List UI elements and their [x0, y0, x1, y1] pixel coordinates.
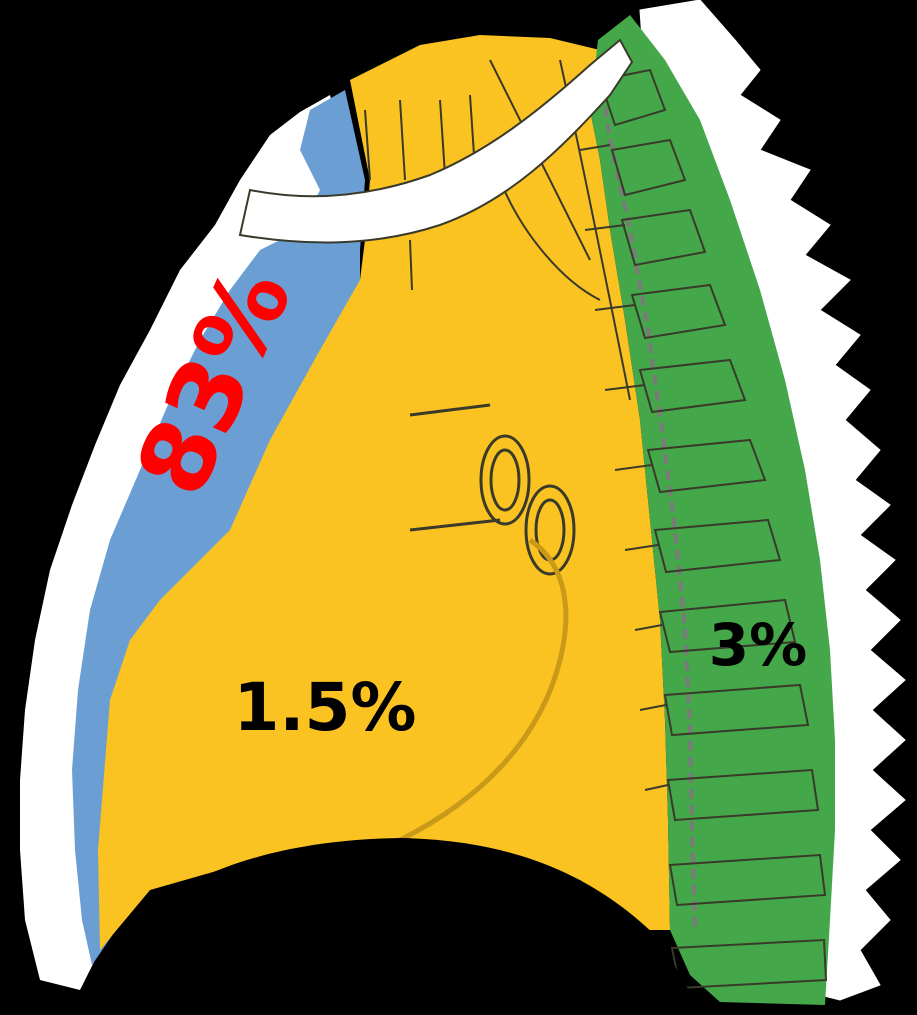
middle-percent-label: 1.5% — [233, 669, 416, 746]
posterior-percent-label: 3% — [709, 611, 807, 679]
